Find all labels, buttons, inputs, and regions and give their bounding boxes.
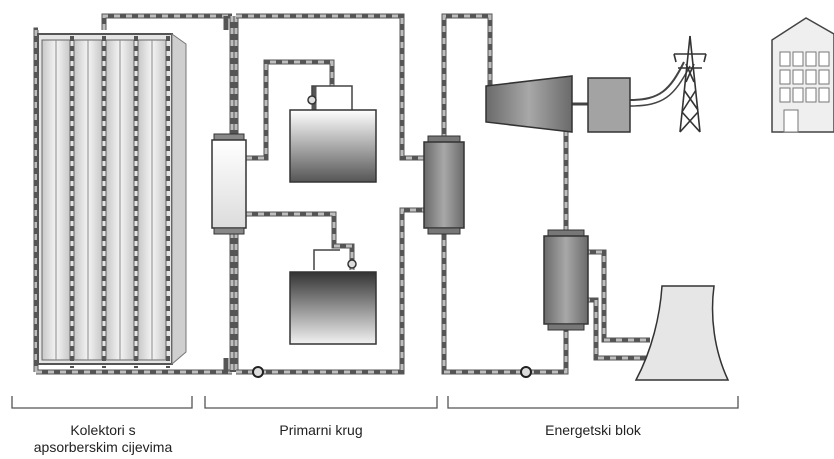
bracket-primary [204, 396, 438, 409]
collector-shadow [171, 33, 187, 366]
section-brackets [11, 396, 739, 409]
circulation-pump-primary-icon [252, 366, 264, 378]
pipe-cooling [584, 249, 650, 361]
steam-generator [423, 135, 465, 235]
generator [587, 77, 631, 133]
bracket-collectors [11, 396, 193, 409]
power-pylon-icon [673, 35, 707, 133]
bracket-energy [447, 396, 739, 409]
pipe-hot-tank-light [246, 60, 334, 160]
pipe-collector-loop-light [34, 14, 232, 374]
pipe-steam-light [442, 14, 568, 374]
cold-tank-valve-icon [347, 259, 357, 269]
circulation-pump-energy-icon [520, 366, 532, 378]
pipe-cold-tank [246, 211, 355, 270]
collectors-label-line2: apsorberskim cijevima [33, 439, 173, 455]
solar-collector-array [37, 33, 187, 368]
pipe-cold-tank-thin [313, 249, 340, 270]
collectors-label: Kolektori s apsorberskim cijevima [10, 422, 196, 456]
primary-circuit-label: Primarni krug [279, 422, 363, 438]
factory-building-icon [771, 17, 834, 133]
pipe-hot-tank-thin [311, 85, 353, 110]
condenser [543, 229, 589, 331]
pipe-top-right-light [236, 14, 425, 374]
power-cable [629, 61, 685, 101]
hot-tank-valve-icon [307, 95, 317, 105]
energy-block-label: Energetski blok [545, 422, 641, 438]
collectors-label-line1: Kolektori s [70, 422, 136, 438]
turbine [485, 75, 573, 133]
heat-exchanger-primary [211, 133, 247, 235]
pipe-cooling-light [584, 250, 650, 360]
cold-storage-tank [289, 271, 377, 345]
cooling-tower [634, 285, 730, 381]
hot-storage-tank [289, 109, 377, 183]
pipe-cold-tank-light [246, 212, 354, 270]
